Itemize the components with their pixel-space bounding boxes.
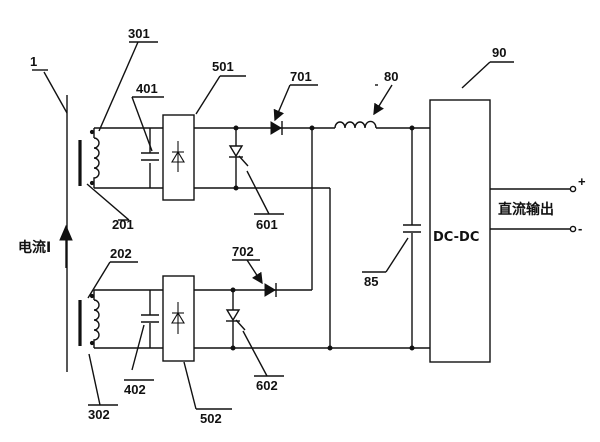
top-wiring (94, 127, 330, 189)
output-inductor (334, 120, 377, 129)
label-bridge-bottom: 502 (200, 411, 222, 426)
plus-terminal-label: + (578, 174, 586, 189)
filter-capacitor (403, 224, 421, 233)
label-bridge-top: 501 (212, 59, 234, 74)
bottom-thyristor (225, 287, 246, 351)
top-diode (270, 121, 283, 135)
top-thyristor (228, 125, 249, 191)
dcdc-converter-box (429, 99, 491, 363)
bottom-diode (264, 283, 277, 297)
top-capacitor (141, 152, 159, 161)
label-core: 1 (30, 54, 37, 69)
shared-buses (309, 125, 430, 351)
label-converter: 90 (492, 45, 506, 60)
label-core-tap-top: 201 (112, 217, 134, 232)
label-thyristor-top: 601 (256, 217, 278, 232)
top-bridge-rectifier (162, 114, 195, 201)
bottom-current-transformer (78, 290, 100, 348)
current-arrow (59, 224, 73, 268)
label-inductor: 80 (384, 69, 398, 84)
label-cap-top: 401 (136, 81, 158, 96)
label-diode-top: 701 (290, 69, 312, 84)
top-current-transformer (78, 128, 100, 188)
minus-terminal-label: - (578, 221, 582, 236)
current-label: 电流I (18, 239, 51, 256)
label-diode-bottom: 702 (232, 244, 254, 259)
label-filter-cap: 85 (364, 274, 378, 289)
label-core-tap-bottom: 202 (110, 246, 132, 261)
bottom-bridge-rectifier (162, 275, 195, 362)
leader-lines (32, 41, 514, 410)
label-coil-bottom: 302 (88, 407, 110, 422)
bottom-wiring (94, 289, 430, 349)
label-cap-bottom: 402 (124, 382, 146, 397)
output-label: 直流输出 (498, 201, 554, 218)
dcdc-label: DC-DC (433, 230, 479, 245)
label-thyristor-bottom: 602 (256, 378, 278, 393)
bottom-capacitor (141, 314, 159, 323)
label-coil-top: 301 (128, 26, 150, 41)
output-terminals (490, 185, 577, 233)
